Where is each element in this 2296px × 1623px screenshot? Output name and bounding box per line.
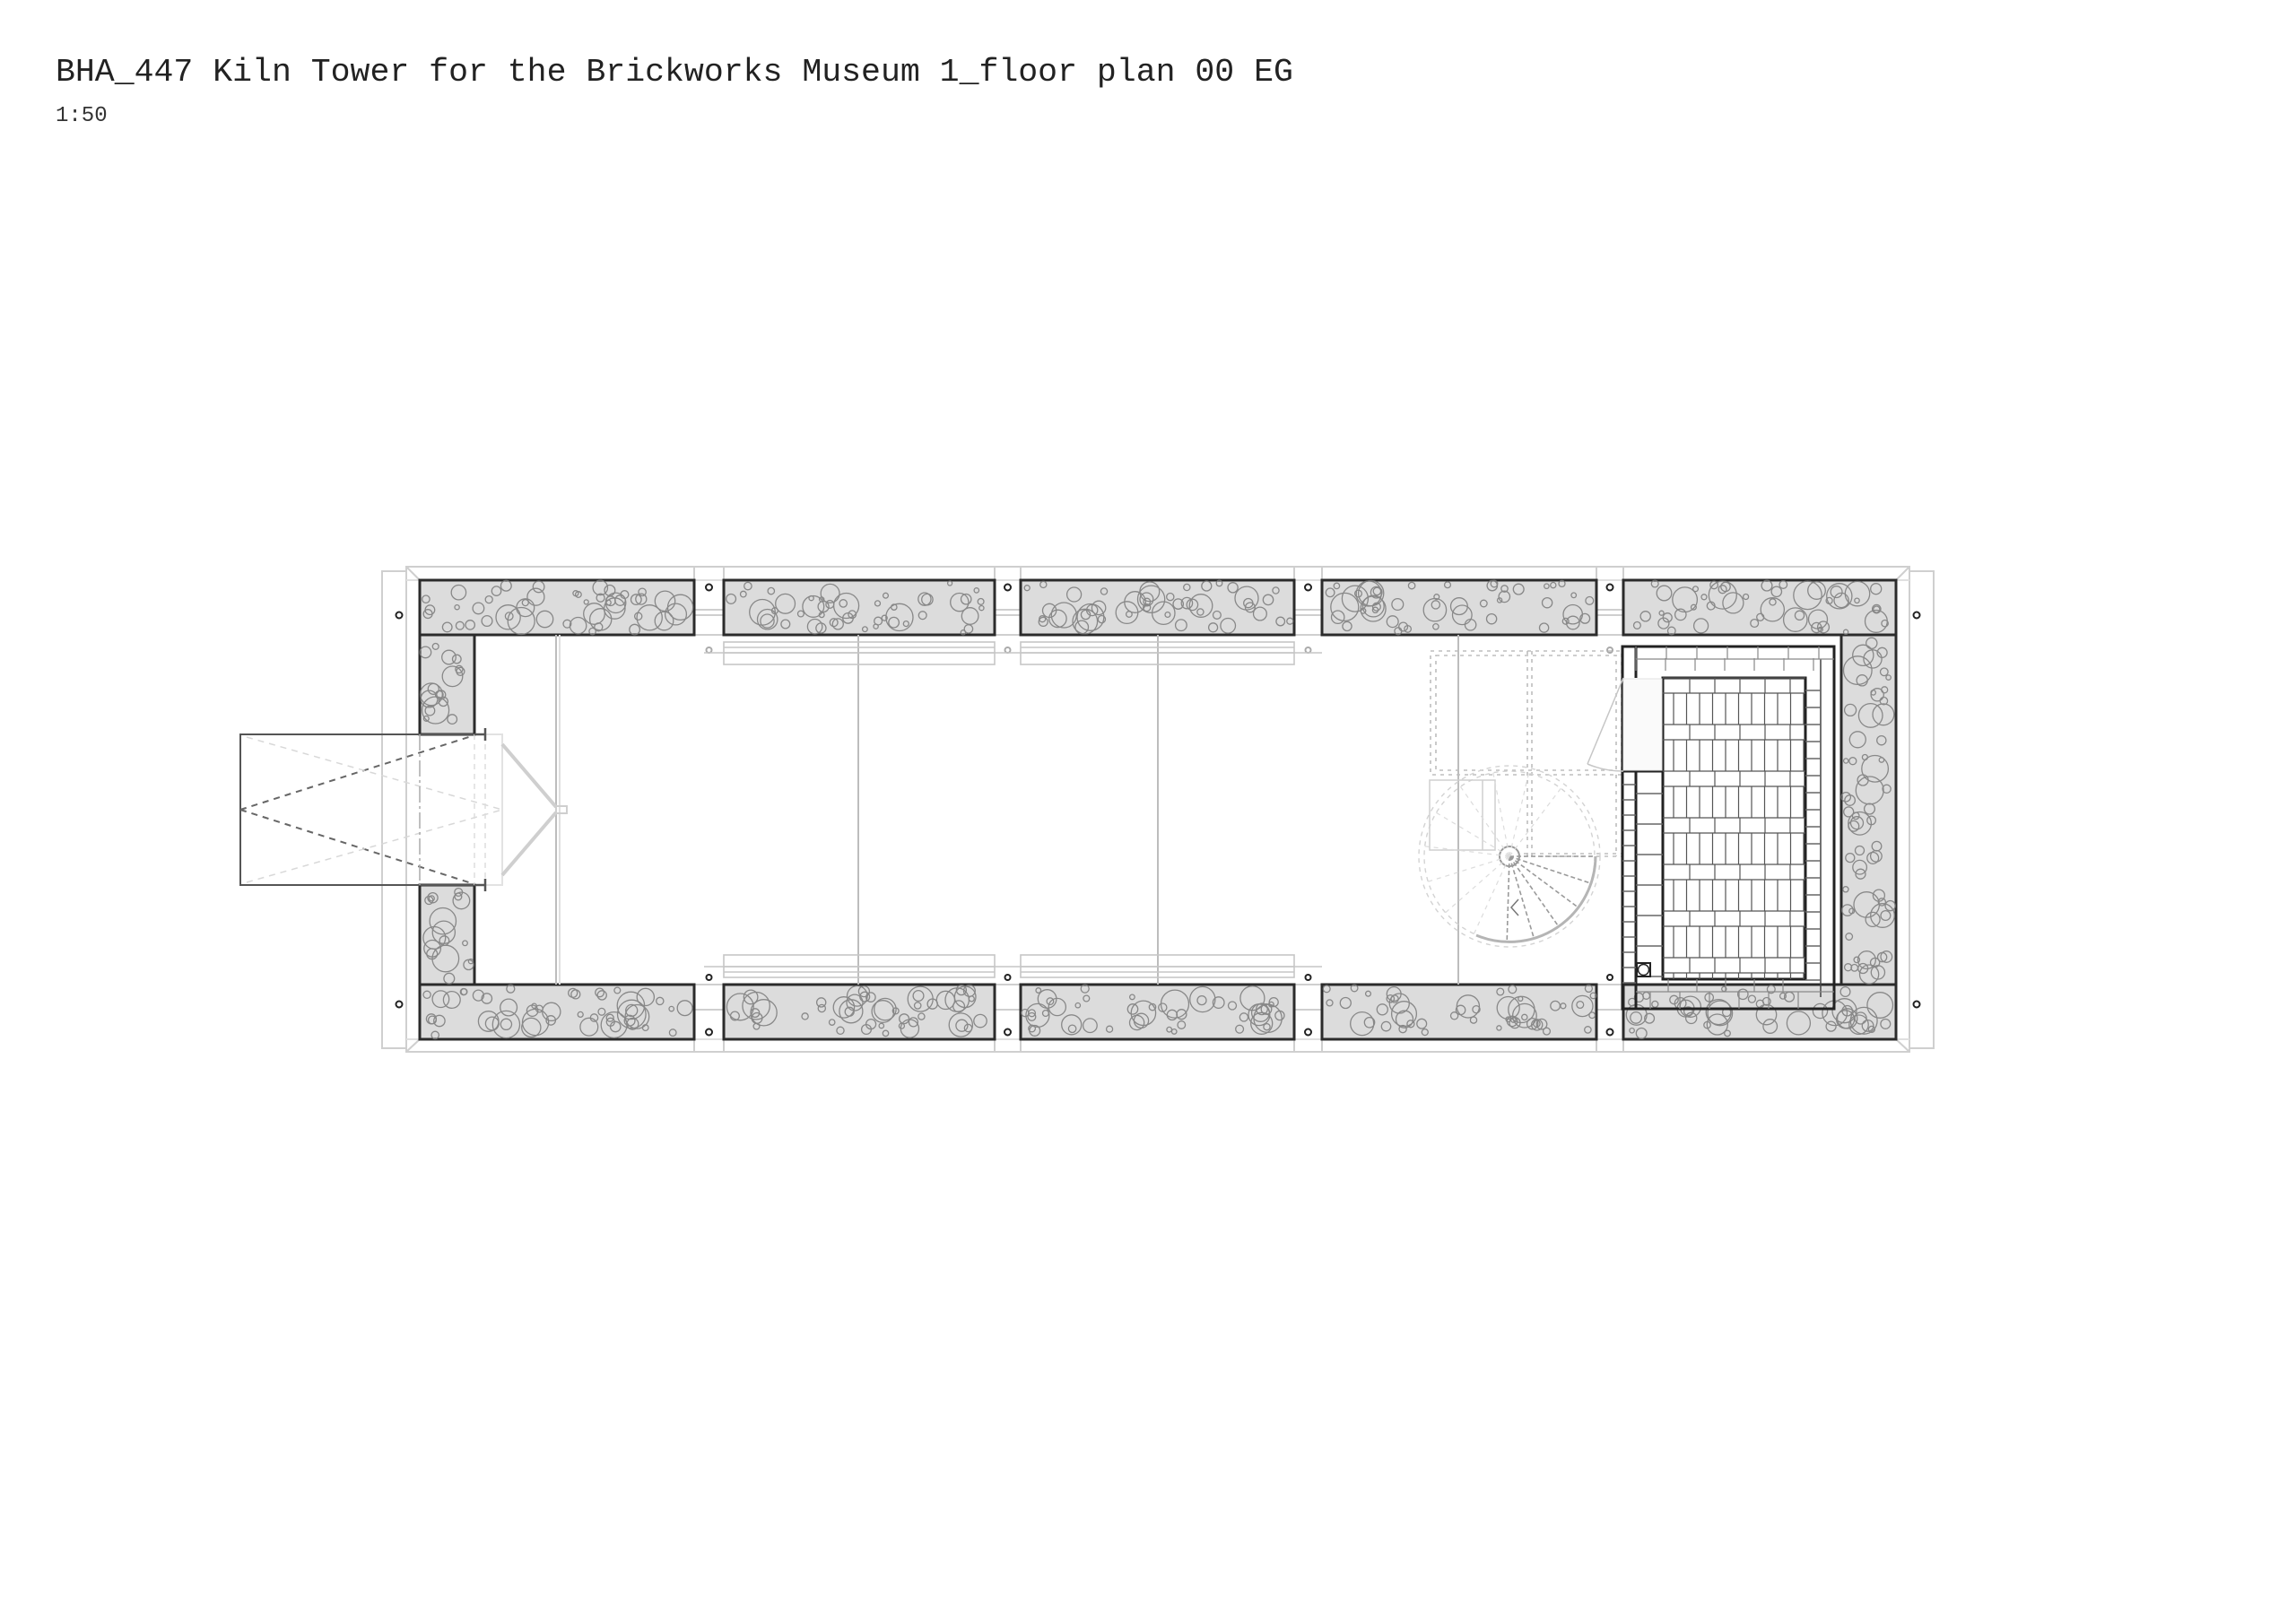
drawing-title: BHA_447 Kiln Tower for the Brickworks Mu…	[56, 54, 1293, 91]
kiln-door-swing	[1587, 677, 1624, 772]
interior-lines	[555, 635, 1459, 985]
entrance-canopy	[239, 728, 568, 891]
spiral-stair	[1418, 765, 1601, 948]
drawing-scale: 1:50	[56, 104, 108, 128]
benches	[704, 641, 1322, 978]
kiln	[1621, 645, 1836, 1011]
wall-texture	[419, 579, 1896, 1040]
